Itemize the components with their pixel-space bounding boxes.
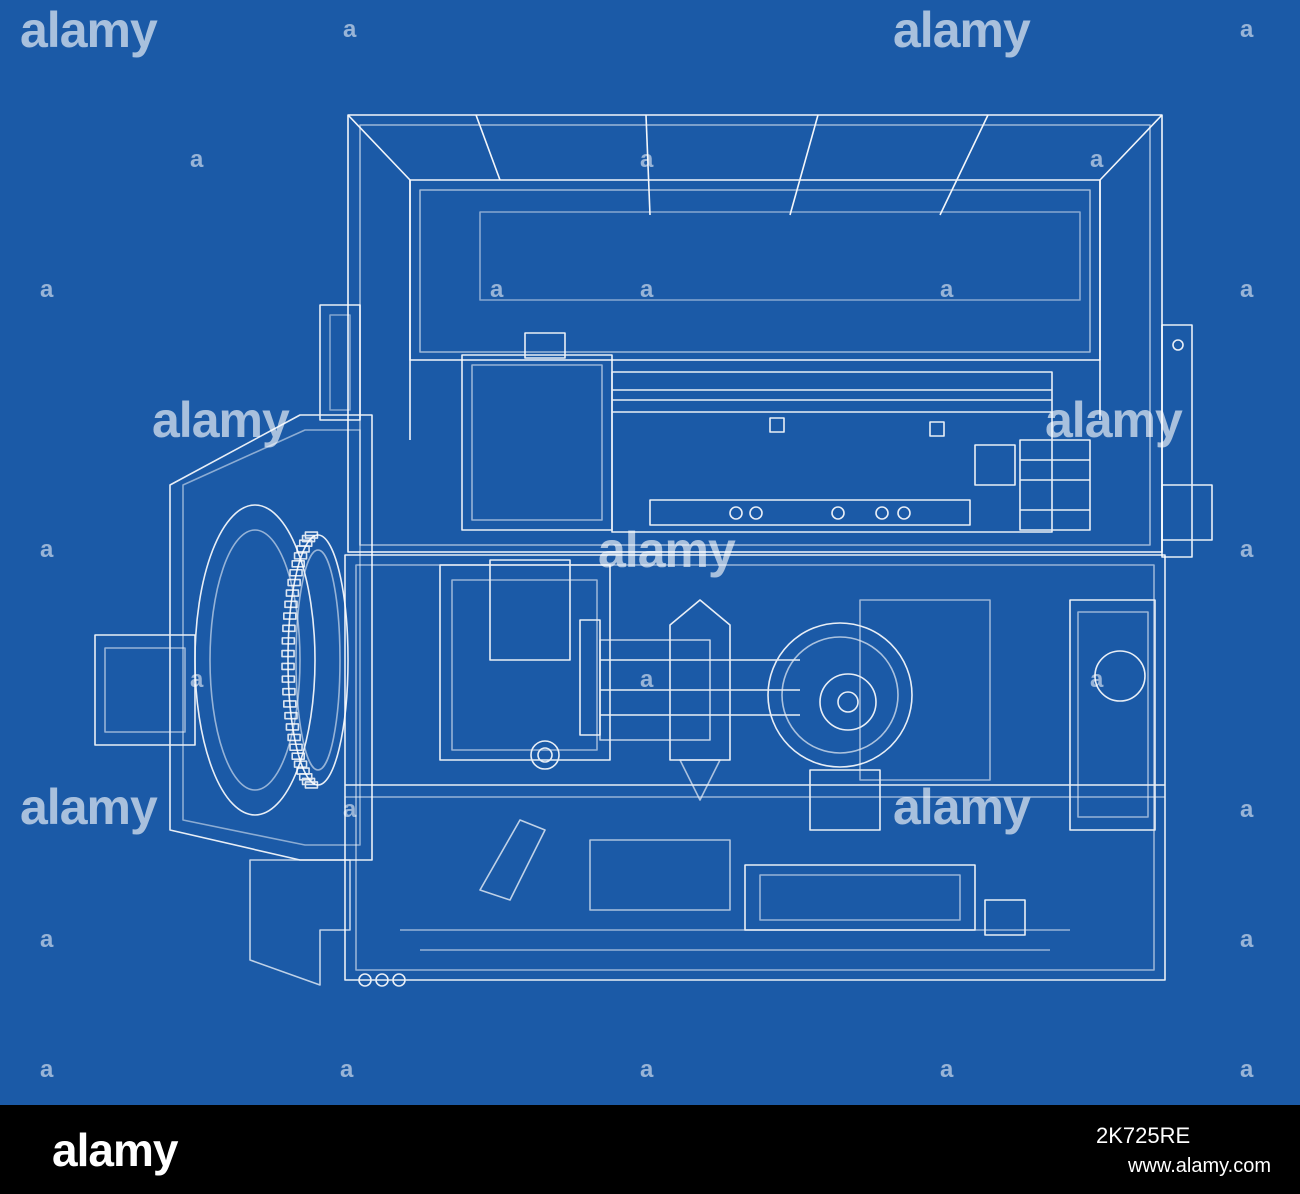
gear-tooth	[287, 578, 301, 587]
gear-tooth	[282, 624, 296, 633]
upper-body	[461, 324, 1213, 558]
gear-tooth	[289, 743, 303, 752]
watermark-letter: a	[940, 1056, 954, 1083]
site-url-link[interactable]: www.alamy.com	[1128, 1155, 1271, 1177]
watermark-letter: a	[40, 1056, 54, 1083]
watermark-letter: a	[1240, 926, 1254, 953]
gear-tooth	[281, 662, 295, 671]
gear-tooth	[296, 545, 310, 553]
gear-tooth	[298, 773, 313, 781]
watermark-letter: a	[640, 146, 654, 173]
watermark-letter: a	[1240, 16, 1254, 43]
watermark-letter: a	[40, 926, 54, 953]
gear-tooth	[282, 687, 296, 696]
gear-tooth	[283, 700, 297, 708]
gear-tooth	[281, 675, 296, 683]
gear-tooth	[287, 733, 301, 742]
watermark-letter: a	[190, 146, 204, 173]
gear-tooth	[281, 649, 295, 658]
watermark-word: alamy	[598, 522, 736, 578]
roof-frame	[347, 114, 1163, 553]
gear-tooth	[304, 781, 319, 789]
footer-bar: alamy 2K725RE www.alamy.com	[0, 1105, 1300, 1194]
blueprint-illustration: alamy alamy alamy alamy alamy alamy alam…	[0, 0, 1300, 1105]
watermark-letter: a	[1090, 666, 1104, 693]
watermark-letter: a	[640, 1056, 654, 1083]
gear-tooth	[293, 552, 308, 560]
watermark-letter: a	[1240, 1056, 1254, 1083]
watermark-word: alamy	[893, 2, 1031, 58]
watermark-letter: a	[190, 666, 204, 693]
footer-brand-logo[interactable]: alamy	[52, 1124, 178, 1176]
watermark-letter: a	[1240, 796, 1254, 823]
gear-tooth	[284, 711, 298, 720]
gear-tooth	[291, 560, 306, 568]
watermark-letter: a	[940, 276, 954, 303]
watermark-letter: a	[1240, 536, 1254, 563]
lower-enclosure	[344, 554, 1166, 987]
gear-tooth	[285, 723, 300, 731]
watermark-letter: a	[40, 536, 54, 563]
gear-tooth	[291, 752, 306, 760]
watermark-letter: a	[1240, 276, 1254, 303]
gear-teeth	[281, 531, 319, 789]
watermark-letter: a	[343, 16, 357, 43]
watermark-letter: a	[640, 276, 654, 303]
gear-tooth	[293, 760, 308, 768]
gear-tooth	[283, 612, 297, 620]
gear-tooth	[301, 534, 316, 543]
watermark-word: alamy	[1045, 392, 1183, 448]
image-id-label: 2K725RE	[1096, 1123, 1191, 1148]
watermark-letter: a	[490, 276, 504, 303]
watermark-letter: a	[340, 1056, 354, 1083]
watermark-letter: a	[640, 666, 654, 693]
watermark-letter: a	[40, 276, 54, 303]
watermark-word: alamy	[20, 779, 158, 835]
watermark-letter: a	[1090, 146, 1104, 173]
watermark-word: alamy	[20, 2, 158, 58]
watermark-word: alamy	[893, 779, 1031, 835]
machine-wireframe-drawing	[94, 114, 1213, 987]
gear-tooth	[289, 568, 303, 577]
gear-tooth	[284, 600, 298, 609]
gear-tooth	[285, 589, 300, 597]
gear-tooth	[281, 637, 296, 645]
watermark-word: alamy	[152, 392, 290, 448]
watermark-letter: a	[343, 796, 357, 823]
